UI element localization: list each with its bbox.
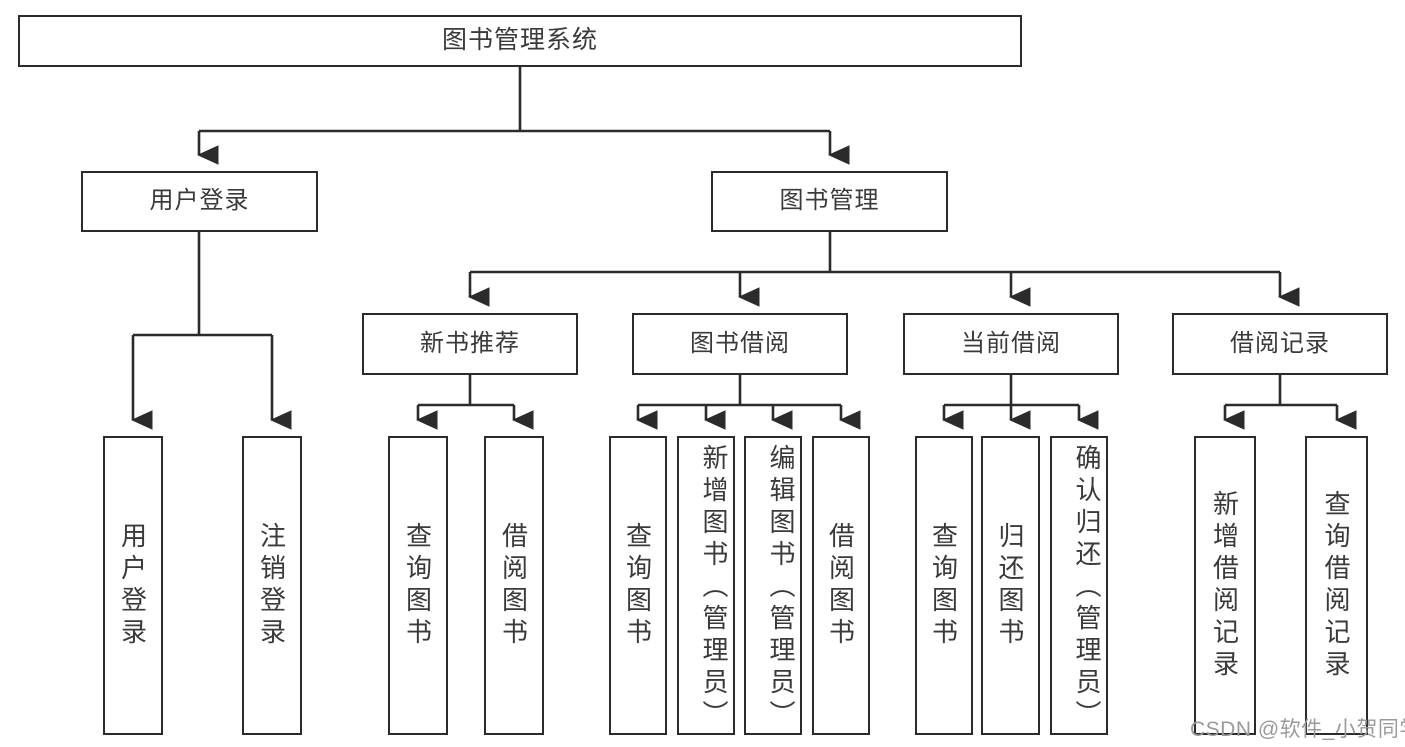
leaf-query-book-2[interactable]: 查询图书 [609,436,667,735]
node-current-borrow[interactable]: 当前借阅 [903,313,1119,375]
node-new-book-recommend[interactable]: 新书推荐 [362,313,578,375]
leaf-return-book[interactable]: 归还图书 [981,436,1040,735]
leaf-confirm-return-admin[interactable]: 确认归还（管理员） [1050,436,1108,735]
node-user-login[interactable]: 用户登录 [81,171,318,232]
leaf-edit-book-admin[interactable]: 编辑图书（管理员） [744,436,802,735]
leaf-query-book-1[interactable]: 查询图书 [388,436,448,735]
leaf-logout-login[interactable]: 注销登录 [242,436,302,735]
leaf-borrow-book-1[interactable]: 借阅图书 [484,436,544,735]
csdn-watermark: CSDN @软件_小贺同学 [1190,718,1405,741]
node-book-manage[interactable]: 图书管理 [711,171,948,232]
leaf-add-book-admin[interactable]: 新增图书（管理员） [677,436,735,735]
leaf-borrow-book-2[interactable]: 借阅图书 [812,436,870,735]
leaf-query-borrow-record[interactable]: 查询借阅记录 [1305,436,1368,735]
node-root[interactable]: 图书管理系统 [18,15,1022,67]
leaf-query-book-3[interactable]: 查询图书 [915,436,973,735]
node-borrow-record[interactable]: 借阅记录 [1172,313,1388,375]
node-book-borrow[interactable]: 图书借阅 [632,313,848,375]
leaf-add-borrow-record[interactable]: 新增借阅记录 [1194,436,1256,735]
leaf-user-login[interactable]: 用户登录 [103,436,163,735]
